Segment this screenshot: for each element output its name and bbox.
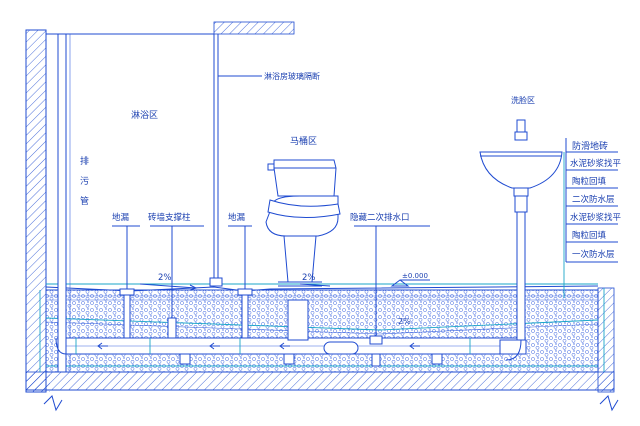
- slope-low-label: 2%: [398, 317, 411, 326]
- floor-drain-left-label: 地漏: [112, 212, 130, 223]
- floor-drain-left: [119, 226, 135, 339]
- layer-4: 二次防水层: [572, 194, 615, 205]
- sewer-pipe-vertical: [57, 33, 71, 373]
- shower-area-label: 淋浴区: [131, 109, 158, 121]
- layer-legend: 防滑地砖 水泥砂浆找平 陶粒回填 二次防水层 水泥砂浆找平 陶粒回填 一次防水层: [565, 138, 622, 263]
- layer-5: 水泥砂浆找平: [570, 212, 622, 223]
- layer-7: 一次防水层: [572, 249, 615, 260]
- slope-indicators: [139, 283, 331, 291]
- flow-arrows: [97, 342, 420, 350]
- layer-3: 陶粒回填: [572, 176, 607, 187]
- elevation-label: ±0.000: [402, 272, 428, 280]
- floor-drain-right: [237, 226, 253, 339]
- toilet-area-label: 马桶区: [290, 135, 317, 147]
- secondary-drain-outlet: [369, 226, 383, 367]
- floor-finish: [45, 283, 599, 292]
- drain-pipe-char-3: 管: [80, 195, 89, 207]
- layer-1: 防滑地砖: [572, 140, 608, 152]
- floor-drain-right-label: 地漏: [228, 212, 246, 223]
- washbasin: [479, 119, 565, 361]
- elevation-mark: [390, 279, 430, 287]
- glass-partition-label: 淋浴房玻璃隔断: [264, 71, 320, 81]
- drain-pipe-char-2: 污: [80, 175, 89, 187]
- layer-6: 陶粒回填: [572, 230, 607, 241]
- toilet: [265, 159, 341, 341]
- brick-support-column: [167, 226, 177, 339]
- secondary-drain-label: 隐藏二次排水口: [350, 212, 410, 223]
- break-marks: [43, 395, 619, 412]
- washbasin-area-label: 洗脸区: [511, 95, 535, 105]
- ceiling: [45, 21, 295, 35]
- slope-left-label: 2%: [158, 273, 172, 283]
- layer-2: 水泥砂浆找平: [570, 158, 622, 169]
- ceramsite-backfill: [39, 288, 605, 373]
- slope-mid-label: 2%: [302, 273, 316, 283]
- drain-pipe-char-1: 排: [80, 155, 89, 167]
- labels: 淋浴区 淋浴房玻璃隔断 马桶区 洗脸区 地漏 砖墙支撑柱 地漏 隐藏二次排水口 …: [112, 71, 535, 326]
- drain-pipe-label: 排 污 管: [80, 155, 89, 207]
- glass-partition: [209, 34, 262, 287]
- structural-slab: [25, 371, 615, 391]
- brick-support-label: 砖墙支撑柱: [148, 212, 191, 223]
